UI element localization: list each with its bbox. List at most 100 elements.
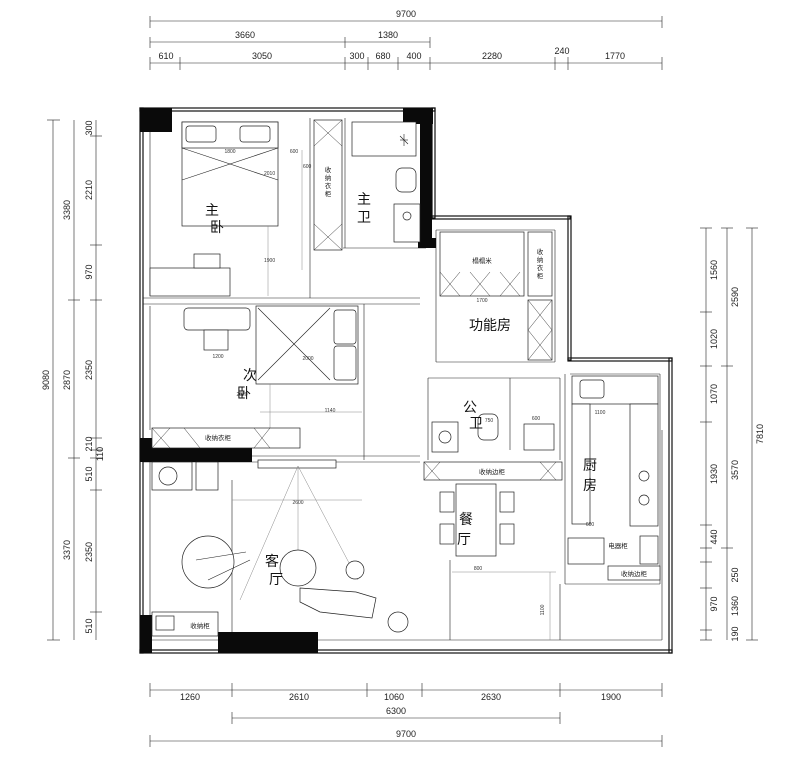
second-bedroom: 1200 2000 2020 1140 次 卧 收纳衣柜 bbox=[151, 305, 362, 449]
wardrobe-char-1: 收 bbox=[325, 165, 332, 174]
tatami-label: 榻榻米 bbox=[472, 256, 492, 265]
kitchen-w-dim: 1100 bbox=[595, 410, 606, 416]
dining-label-1: 餐 bbox=[459, 512, 473, 528]
dim-bottom-2630: 2630 bbox=[481, 692, 501, 702]
dining-dim: 800 bbox=[474, 566, 483, 572]
dim-right-1070: 1070 bbox=[709, 384, 719, 404]
dim-right-3570: 3570 bbox=[730, 460, 740, 480]
left-dimensions: 9080 3380 2870 3370 300 2210 970 2350 21… bbox=[41, 119, 105, 641]
tv-dim: 2600 bbox=[292, 500, 303, 506]
appliance-label: 电器柜 bbox=[608, 541, 628, 550]
master-bath: 主 卫 bbox=[351, 121, 421, 243]
dim-right-total: 7810 bbox=[755, 424, 765, 444]
wardrobe-char-3: 衣 bbox=[325, 181, 332, 190]
kitchen-label-2: 房 bbox=[583, 478, 597, 494]
public-bath: 750 600 公 卫 bbox=[431, 400, 555, 453]
dim-left-3380: 3380 bbox=[62, 200, 72, 220]
dim-bottom-2610: 2610 bbox=[289, 692, 309, 702]
master-bedroom-label-1: 主 bbox=[205, 203, 219, 219]
dim-top-400: 400 bbox=[406, 51, 421, 61]
dim-right-970: 970 bbox=[709, 596, 719, 611]
living-label-1: 客 bbox=[265, 553, 279, 570]
dim-right-440: 440 bbox=[709, 529, 719, 544]
pb-dim: 750 bbox=[485, 418, 494, 424]
dim-left-210: 210 bbox=[84, 436, 94, 451]
second-cabinet-label: 收纳衣柜 bbox=[205, 433, 232, 442]
top-dimensions: 9700 3660 1380 610 3050 300 680 400 2280… bbox=[149, 9, 663, 70]
wardrobe-char-4: 柜 bbox=[325, 189, 332, 198]
sb-bed-dim: 2000 bbox=[302, 356, 313, 362]
function-room-label: 功能房 bbox=[469, 318, 511, 334]
dim-left-110: 110 bbox=[95, 447, 105, 461]
dim-left-2350a: 2350 bbox=[84, 360, 94, 380]
kitchen-label-1: 厨 bbox=[583, 458, 597, 474]
dim-top-240: 240 bbox=[554, 46, 569, 56]
kitchen-b-dim: 600 bbox=[586, 522, 595, 528]
dim-top-3050: 3050 bbox=[252, 51, 272, 61]
second-bedroom-label-2: 卧 bbox=[237, 386, 251, 402]
func-wardrobe-4: 柜 bbox=[537, 271, 544, 280]
pb2-dim: 600 bbox=[532, 416, 541, 422]
living-label-2: 厅 bbox=[269, 572, 283, 588]
dim-left-300: 300 bbox=[84, 120, 94, 135]
dim-left-510b: 510 bbox=[84, 618, 94, 633]
func-dim: 1700 bbox=[476, 298, 487, 304]
dim-left-970: 970 bbox=[84, 264, 94, 279]
dim-bottom-total: 9700 bbox=[396, 729, 416, 739]
bottom-dimensions: 1260 2610 1060 2630 1900 6300 9700 bbox=[149, 683, 663, 747]
dim-right-1020: 1020 bbox=[709, 329, 719, 349]
dim-top-1770: 1770 bbox=[605, 51, 625, 61]
sb-side-dim: 1140 bbox=[325, 408, 336, 414]
func-wardrobe-3: 衣 bbox=[537, 263, 544, 272]
dim-left-510a: 510 bbox=[84, 466, 94, 481]
master-bedroom-label-2: 卧 bbox=[210, 220, 224, 236]
sb-desk-dim: 1200 bbox=[212, 354, 223, 360]
dim-top-2280: 2280 bbox=[482, 51, 502, 61]
mb-side-dim: 2010 bbox=[264, 171, 275, 177]
columns bbox=[140, 108, 436, 653]
dining-cabinet-label: 收纳边柜 bbox=[479, 467, 506, 476]
sb-w-dim: 2020 bbox=[236, 392, 247, 398]
dim-right-2590: 2590 bbox=[730, 287, 740, 307]
dim-bottom-1260: 1260 bbox=[180, 692, 200, 702]
dim-right-1360: 1360 bbox=[730, 596, 740, 616]
kitchen: 1100 600 厨 房 电器柜 收纳边柜 bbox=[567, 375, 661, 581]
public-bath-label-1: 公 bbox=[463, 400, 477, 416]
dim-left-total: 9080 bbox=[41, 370, 51, 390]
dim-left-3370: 3370 bbox=[62, 540, 72, 560]
public-bath-label-2: 卫 bbox=[469, 416, 483, 432]
dim-right-250: 250 bbox=[730, 567, 740, 582]
master-bedroom: 1800 600 2010 600 1900 主 卧 收 纳 衣 柜 bbox=[149, 119, 343, 297]
living: 2600 客 厅 1100 收纳柜 bbox=[151, 459, 551, 640]
dim-top-1380: 1380 bbox=[378, 30, 398, 40]
living-cabinet-label: 收纳柜 bbox=[190, 621, 210, 630]
func-wardrobe-2: 纳 bbox=[537, 255, 544, 264]
func-wardrobe-1: 收 bbox=[537, 247, 544, 256]
dim-bottom-1060: 1060 bbox=[384, 692, 404, 702]
dim-right-1560: 1560 bbox=[709, 260, 719, 280]
dim-left-2350b: 2350 bbox=[84, 542, 94, 562]
kitchen-cabinet-label: 收纳边柜 bbox=[621, 569, 648, 578]
dim-top-total: 9700 bbox=[396, 9, 416, 19]
mb-wr-dim: 600 bbox=[303, 164, 312, 170]
dining-label-2: 厅 bbox=[457, 532, 471, 548]
dim-top-680: 680 bbox=[375, 51, 390, 61]
dim-top-3660: 3660 bbox=[235, 30, 255, 40]
dim-top-300: 300 bbox=[349, 51, 364, 61]
wardrobe-char-2: 纳 bbox=[325, 173, 332, 182]
master-bath-label-1: 主 bbox=[357, 192, 371, 208]
dim-left-2210: 2210 bbox=[84, 180, 94, 200]
mb-gap-dim: 600 bbox=[290, 149, 299, 155]
dim-top-610: 610 bbox=[158, 51, 173, 61]
function-room: 榻榻米 1700 收 纳 衣 柜 功能房 bbox=[439, 231, 553, 361]
master-bath-label-2: 卫 bbox=[357, 210, 371, 226]
dim-left-2870: 2870 bbox=[62, 370, 72, 390]
living-h-dim: 1100 bbox=[540, 604, 546, 615]
outer-walls bbox=[139, 107, 673, 654]
mb-bed-dim: 1800 bbox=[224, 149, 235, 155]
shower-icon bbox=[399, 134, 409, 146]
second-bedroom-label-1: 次 bbox=[243, 368, 257, 384]
dim-bottom-6300: 6300 bbox=[386, 706, 406, 716]
dim-right-190: 190 bbox=[730, 626, 740, 641]
